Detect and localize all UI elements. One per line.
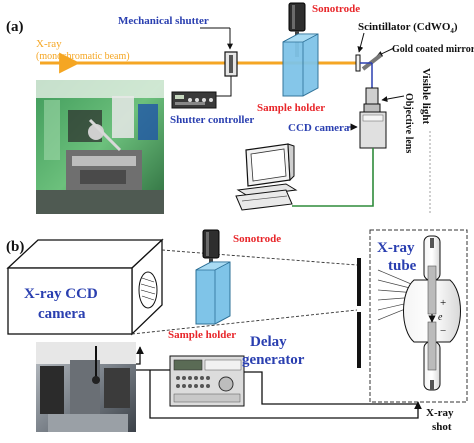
mechanical-shutter-label: Mechanical shutter xyxy=(118,15,209,27)
ccd-camera-a-top xyxy=(362,114,384,122)
objective-lens-collar xyxy=(363,103,381,113)
delay-label-2: generator xyxy=(242,352,305,368)
panel-a: (a) X-ray (monochromatic beam) Mechanica… xyxy=(6,2,474,214)
delay-generator-device xyxy=(169,355,245,407)
xray-ccd-camera xyxy=(6,238,164,336)
tube-plus-label: + xyxy=(440,297,446,309)
gold-mirror xyxy=(361,53,383,71)
photo-setup-b xyxy=(36,342,136,432)
sonotrode-head-b-shine xyxy=(206,232,209,256)
sample-holder-label-a: Sample holder xyxy=(257,102,325,114)
scintillator xyxy=(355,54,361,72)
photo-setup-a xyxy=(36,80,164,214)
sonotrode-head-a-shine xyxy=(292,5,295,29)
visible-light-label: Visible light xyxy=(420,68,432,124)
sample-holder-a xyxy=(282,33,319,97)
computer-a xyxy=(235,143,298,211)
projection-lines xyxy=(131,249,358,335)
xray-tube xyxy=(403,235,461,391)
mechanical-shutter-slot xyxy=(229,55,233,73)
sample-holder-b xyxy=(195,261,231,325)
sonotrode-label-a: Sonotrode xyxy=(312,3,360,15)
xray-shot-label-1: X-ray xyxy=(426,407,454,419)
xray-ccd-label-1: X-ray CCD xyxy=(24,286,98,302)
xray-shot-label-2: shot xyxy=(432,421,452,433)
sonotrode-label-b: Sonotrode xyxy=(233,233,281,245)
shutter-cable xyxy=(216,76,232,97)
gold-mirror-label: Gold coated mirror xyxy=(392,44,474,55)
trigger-wires xyxy=(136,346,422,419)
sample-holder-label-b: Sample holder xyxy=(168,329,236,341)
xray-tube-label-1: X-ray xyxy=(377,240,415,256)
green-cable-a xyxy=(292,148,374,207)
xray-label-1: X-ray xyxy=(36,38,62,50)
panel-a-label: (a) xyxy=(6,19,24,35)
panel-b: (b) X-ray CCD camera Sonotrode xyxy=(6,229,468,433)
sonotrode-head-a xyxy=(288,2,306,32)
sample-holder-a-top xyxy=(282,33,319,43)
xray-tube-box xyxy=(369,229,468,403)
shutter-controller-label: Shutter controller xyxy=(170,114,254,126)
collimator-bottom xyxy=(357,312,361,368)
delay-label-1: Delay xyxy=(250,334,287,350)
ccd-camera-label-a: CCD camera xyxy=(288,122,350,134)
objective-lens-label: Objective lens xyxy=(403,93,414,153)
scintillator-label: Scintillator (CdWO4) xyxy=(358,21,458,35)
xray-ccd-label-2: camera xyxy=(38,306,86,322)
scintillator-pointer xyxy=(357,32,365,53)
sample-holder-b-top xyxy=(195,261,231,271)
collimator-top xyxy=(357,258,361,306)
xray-tube-label-2: tube xyxy=(388,258,417,274)
shutter-controller-device xyxy=(171,91,217,109)
objective-lens-pointer xyxy=(381,95,405,102)
tube-minus-label: − xyxy=(440,325,446,337)
xray-label-2: (monochromatic beam) xyxy=(36,51,130,62)
tube-electron-label: e xyxy=(438,312,443,323)
panel-b-label: (b) xyxy=(6,239,24,255)
sonotrode-head-b xyxy=(202,229,220,259)
